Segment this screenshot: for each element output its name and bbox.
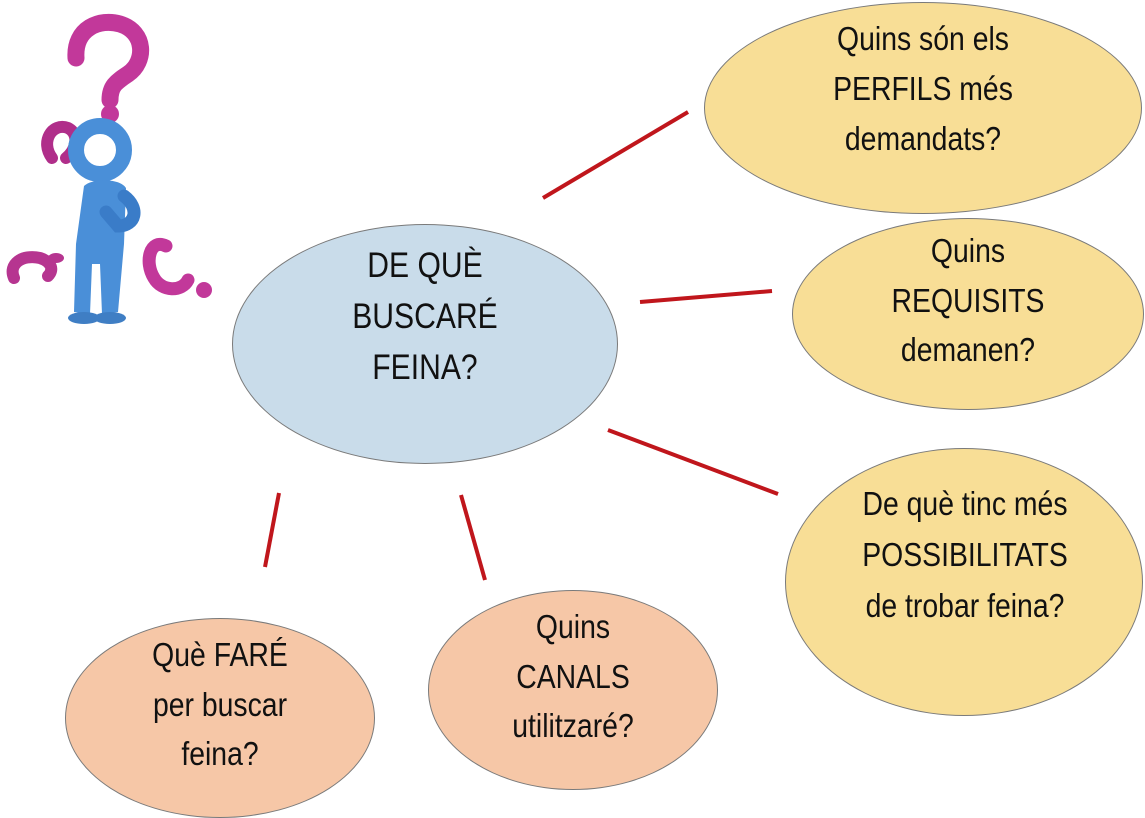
central-question-line-1: DE QUÈ [367,246,483,285]
connector-channels [459,494,487,581]
channels-line-3: utilitzaré? [512,707,634,744]
question-mark-lying-icon [6,251,58,284]
actions-line-1: Què FARÉ [152,636,288,673]
profiles-line-2: PERFILS més [833,70,1013,108]
possibilities-line-1: De què tinc més [862,485,1068,522]
actions-text: Què FARÉ per buscar feina? [134,630,306,779]
actions-line-3: feina? [181,735,259,772]
profiles-line-1: Quins són els [837,20,1009,57]
possibilities-line-3: de trobar feina? [865,587,1065,625]
thinking-person-with-question-marks-icon [6,13,212,324]
connector-possibilities [607,428,779,496]
possibilities-node [785,448,1143,716]
question-mark-lying-dot [48,253,64,263]
requirements-line-1: Quins [930,232,1006,269]
central-question-node [232,224,618,464]
figure-arm [99,189,141,233]
channels-line-1: Quins [535,608,611,645]
central-question-text: DE QUÈ BUSCARÉ FEINA? [339,240,511,393]
requirements-line-2: REQUISITS [891,281,1045,319]
profiles-text: Quins són els PERFILS més demandats? [803,14,1044,164]
question-mark-right-dot [196,282,212,298]
figure-head [68,118,132,182]
profiles-node [704,2,1142,214]
figure-body [74,180,126,314]
possibilities-text: De què tinc més POSSIBILITATS de trobar … [836,478,1094,631]
central-question-line-3: FEINA? [372,348,478,388]
possibilities-line-2: POSSIBILITATS [862,536,1068,574]
requirements-node [792,218,1144,410]
connector-requirements [639,289,773,304]
question-mark-right-icon [142,238,195,296]
requirements-line-3: demanen? [900,331,1036,368]
figure-foot-right [94,312,126,324]
connector-actions [263,492,281,568]
connector-profiles [541,110,690,200]
central-question-line-2: BUSCARÉ [352,297,498,337]
channels-line-2: CANALS [516,657,630,695]
actions-node [65,618,375,818]
question-mark-large-icon [67,13,150,109]
actions-line-2: per buscar [152,685,288,723]
channels-node [428,590,718,790]
profiles-line-3: demandats? [844,120,1002,158]
channels-text: Quins CANALS utilitzaré? [487,602,659,751]
requirements-text: Quins REQUISITS demanen? [873,226,1062,375]
figure-foot-left [68,312,100,324]
